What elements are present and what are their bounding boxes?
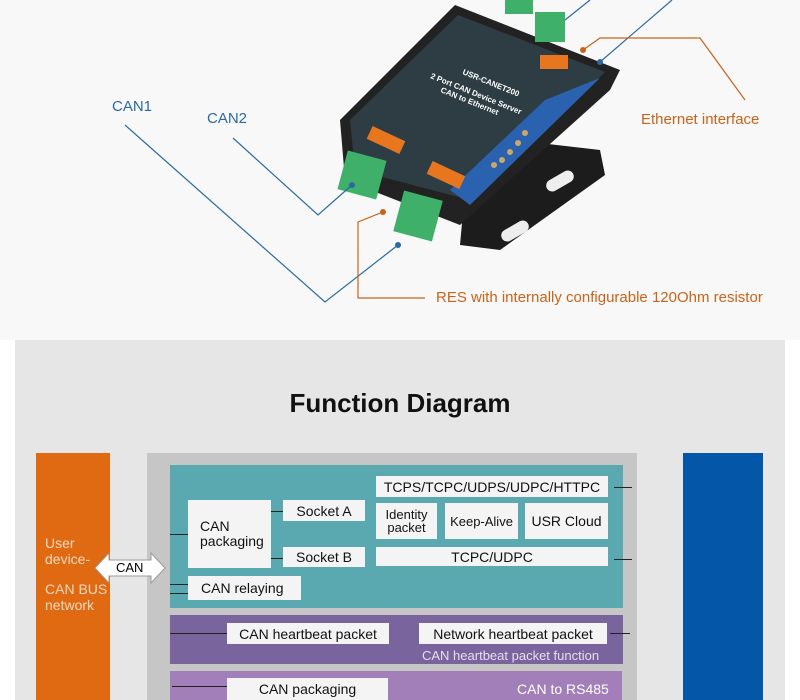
protocols-box: TCPS/TCPC/UDPS/UDPC/HTTPC: [376, 476, 608, 497]
can-packaging-rs485-box: CAN packaging: [227, 678, 388, 700]
heartbeat-function-caption: CAN heartbeat packet function: [422, 648, 600, 663]
can-heartbeat-packet-box: CAN heartbeat packet: [227, 623, 389, 644]
can-packaging-box: CAN packaging: [188, 500, 271, 568]
terminal-blocks: [337, 0, 565, 242]
network-block: [683, 453, 763, 700]
connector-arrow: [271, 511, 283, 512]
connector-arrow: [614, 559, 632, 560]
heartbeat-function-block: CAN heartbeat packet Network heartbeat p…: [170, 615, 630, 664]
tcpc-udpc-box: TCPC/UDPC: [376, 547, 608, 566]
user-device-text: device-: [45, 551, 91, 567]
tcp-function-block: TCPS/TCPC/UDPS/UDPC/HTTPC Identity packe…: [170, 465, 632, 608]
connector-arrow: [172, 686, 227, 687]
rs485-caption: CAN to RS485: [517, 681, 609, 697]
can-arrow-label: CAN: [116, 560, 144, 575]
can-bidirectional-arrow: [94, 551, 166, 585]
connector-arrow: [170, 534, 188, 535]
rs485-function-block: CAN packaging CAN to RS485: [170, 671, 622, 700]
socket-a-box: Socket A: [283, 500, 365, 521]
diagram-title: Function Diagram: [289, 388, 511, 418]
socket-b-box: Socket B: [283, 547, 365, 567]
connector-arrow: [170, 584, 188, 585]
res-label: RES with internally configurable 120Ohm …: [436, 289, 763, 306]
can-relaying-box: CAN relaying: [188, 576, 301, 600]
user-device-block: User device- CAN BUS network: [36, 453, 110, 700]
network-text: network: [45, 597, 95, 613]
connector-arrow: [170, 633, 227, 634]
user-device-text: User: [45, 535, 75, 551]
connector-arrow: [271, 558, 283, 559]
network-heartbeat-packet-box: Network heartbeat packet: [419, 623, 607, 644]
identity-packet-box: Identity packet: [376, 503, 437, 539]
ethernet-interface-label: Ethernet interface: [641, 111, 760, 128]
can1-label: CAN1: [112, 98, 153, 115]
device-illustration: USR-CANET200 2 Port CAN Device Server CA…: [124, 0, 746, 303]
keep-alive-box: Keep-Alive: [445, 503, 518, 539]
can-bus-text: CAN BUS: [45, 581, 108, 597]
connector-arrow: [610, 633, 630, 634]
connector-arrow: [170, 593, 188, 594]
usr-cloud-box: USR Cloud: [525, 503, 608, 539]
can2-label: CAN2: [207, 110, 248, 127]
connector-arrow: [614, 487, 632, 488]
product-photo-section: USR-CANET200 2 Port CAN Device Server CA…: [0, 0, 800, 340]
